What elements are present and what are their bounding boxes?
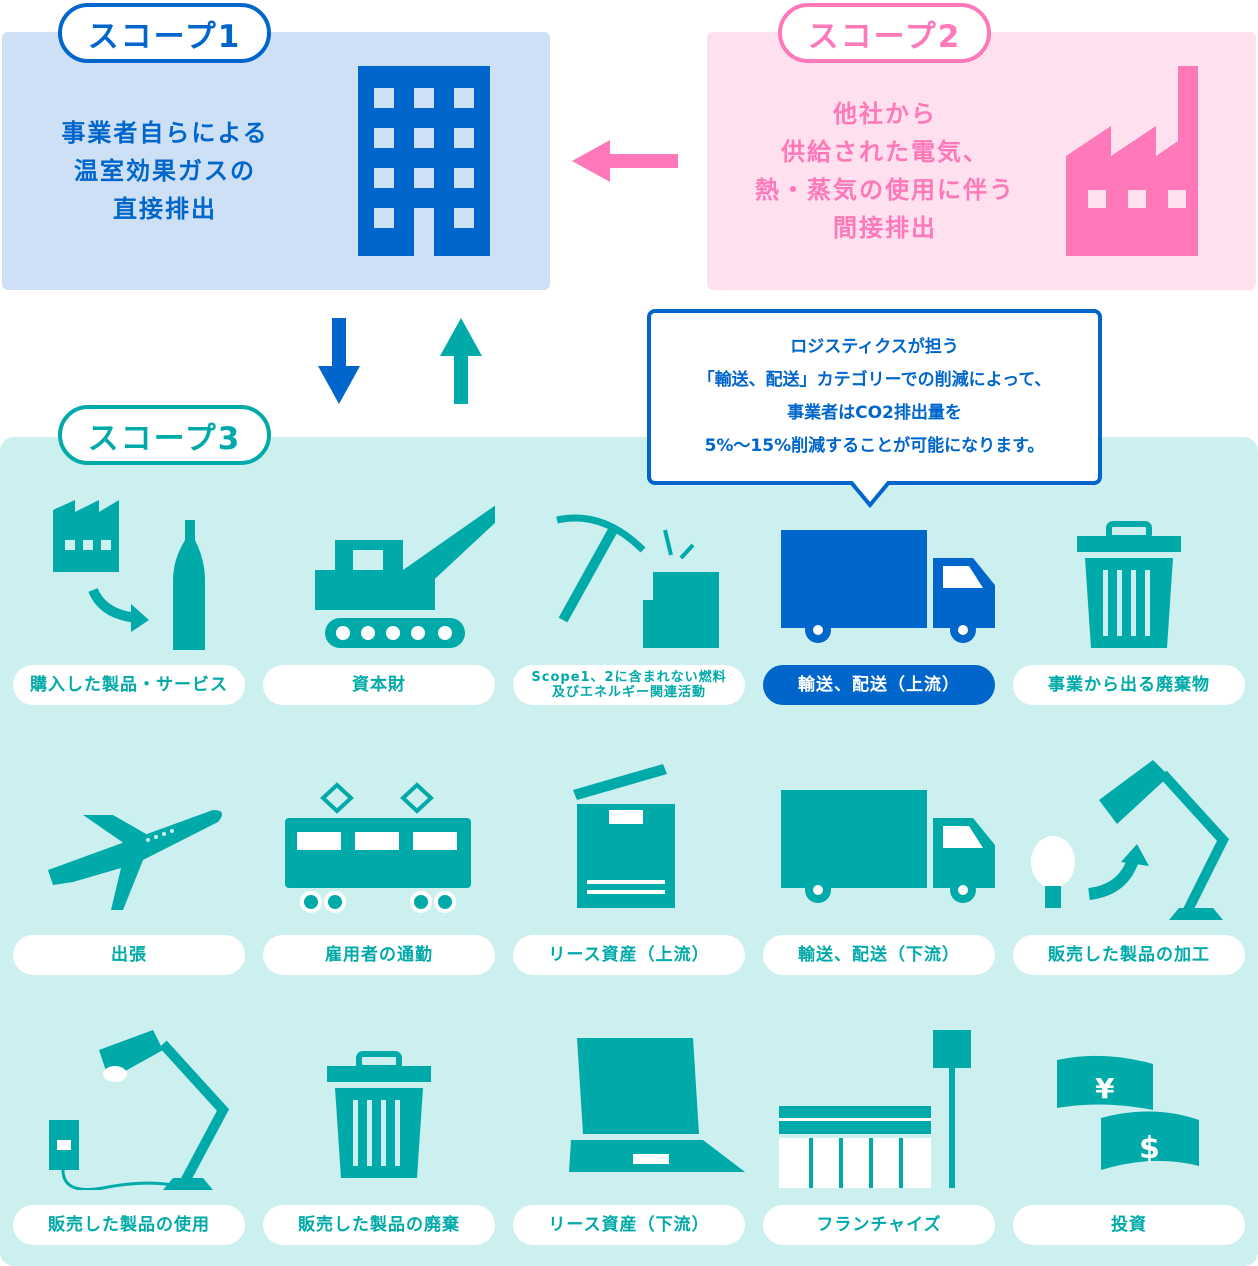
svg-text:¥: ¥ — [1095, 1072, 1115, 1105]
storefront-icon — [763, 1030, 995, 1188]
factory-icon — [1066, 66, 1198, 256]
category-label: 輸送、配送（上流） — [763, 665, 995, 705]
copier-icon — [513, 760, 745, 910]
truck-icon — [763, 500, 999, 650]
arrow-down-icon — [318, 318, 360, 404]
category-label: 購入した製品・サービス — [13, 665, 245, 705]
lamp-bulb-icon — [1013, 760, 1245, 923]
category-label: 出張 — [13, 935, 245, 975]
trash-can-icon — [263, 1030, 495, 1180]
category-label: 投資 — [1013, 1205, 1245, 1245]
lamp-plug-icon — [13, 1030, 245, 1191]
scope3-title: スコープ3 — [58, 405, 271, 465]
arrow-left-icon — [572, 140, 678, 182]
category-label: リース資産（下流） — [513, 1205, 745, 1245]
logistics-callout: ロジスティクスが担う 「輸送、配送」カテゴリーでの削減によって、 事業者はCO2… — [647, 309, 1102, 485]
category-label: 販売した製品の廃棄 — [263, 1205, 495, 1245]
callout-pointer — [850, 481, 890, 509]
category-label: リース資産（上流） — [513, 935, 745, 975]
trash-can-icon — [1013, 500, 1245, 650]
laptop-icon — [513, 1030, 745, 1180]
truck-icon — [763, 760, 999, 910]
train-icon — [263, 760, 495, 913]
office-building-icon — [358, 66, 490, 256]
category-label: 販売した製品の使用 — [13, 1205, 245, 1245]
airplane-icon — [13, 760, 245, 910]
money-icon: ¥$ — [1013, 1030, 1245, 1180]
category-label: 事業から出る廃棄物 — [1013, 665, 1245, 705]
scope1-title: スコープ1 — [58, 3, 271, 63]
crane-icon — [263, 500, 511, 650]
category-label: Scope1、2に含まれない燃料 及びエネルギー関連活動 — [513, 665, 745, 705]
svg-text:$: $ — [1139, 1131, 1160, 1166]
scope2-title: スコープ2 — [778, 3, 991, 63]
category-label: 雇用者の通勤 — [263, 935, 495, 975]
category-label: 資本財 — [263, 665, 495, 705]
scope2-description: 他社から 供給された電気、 熱・蒸気の使用に伴う 間接排出 — [755, 100, 1015, 242]
category-label: 輸送、配送（下流） — [763, 935, 995, 975]
factory-bottle-icon — [13, 500, 245, 650]
arrow-up-icon — [440, 318, 482, 404]
category-label: 販売した製品の加工 — [1013, 935, 1245, 975]
category-label: フランチャイズ — [763, 1205, 995, 1245]
pickaxe-icon — [513, 500, 745, 650]
scope1-description: 事業者自らによる 温室効果ガスの 直接排出 — [61, 119, 269, 223]
